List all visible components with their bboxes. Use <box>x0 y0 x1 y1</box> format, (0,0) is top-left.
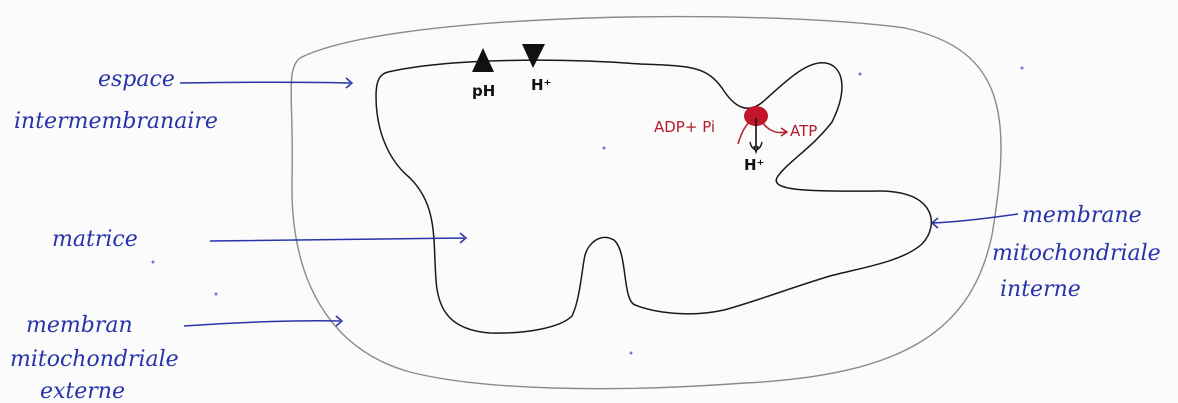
ink-speck <box>629 351 633 355</box>
label-espace-line2: intermembranaire <box>14 109 218 134</box>
ink-speck <box>602 146 606 150</box>
label-h-plus-bottom: H⁺ <box>744 156 764 174</box>
label-espace-line1: espace <box>98 67 175 92</box>
h-plus-gradient-icon <box>522 44 545 68</box>
arrow-membran-ext <box>183 315 344 327</box>
label-ph: pH <box>472 82 495 100</box>
outer-membrane <box>290 15 1002 390</box>
label-membran-ext-line3: externe <box>40 379 125 403</box>
ink-speck <box>151 260 155 264</box>
label-membrane-int-line1: membrane <box>1022 203 1142 228</box>
label-membran-ext-line1: membran <box>26 313 133 338</box>
ink-speck <box>214 292 218 296</box>
ph-gradient-icon <box>472 48 494 72</box>
arrow-membrane-int <box>930 213 1019 229</box>
label-membrane-int-line3: interne <box>1000 277 1081 302</box>
arrow-matrice <box>209 232 468 244</box>
inner-membrane <box>375 59 932 334</box>
atp-reaction-arrow <box>761 121 789 137</box>
label-h-plus-top: H⁺ <box>531 76 551 94</box>
ink-speck <box>858 72 862 76</box>
h-plus-flow-arrow <box>749 141 763 155</box>
label-adp-pi: ADP+ Pi <box>654 118 715 136</box>
label-membrane-int-line2: mitochondriale <box>992 241 1161 266</box>
arrow-espace <box>179 77 354 89</box>
ink-speck <box>1020 66 1024 70</box>
label-atp: ATP <box>790 122 817 140</box>
label-matrice: matrice <box>52 227 138 252</box>
label-membran-ext-line2: mitochondriale <box>10 347 179 372</box>
adp-reaction-arrow <box>737 119 753 145</box>
